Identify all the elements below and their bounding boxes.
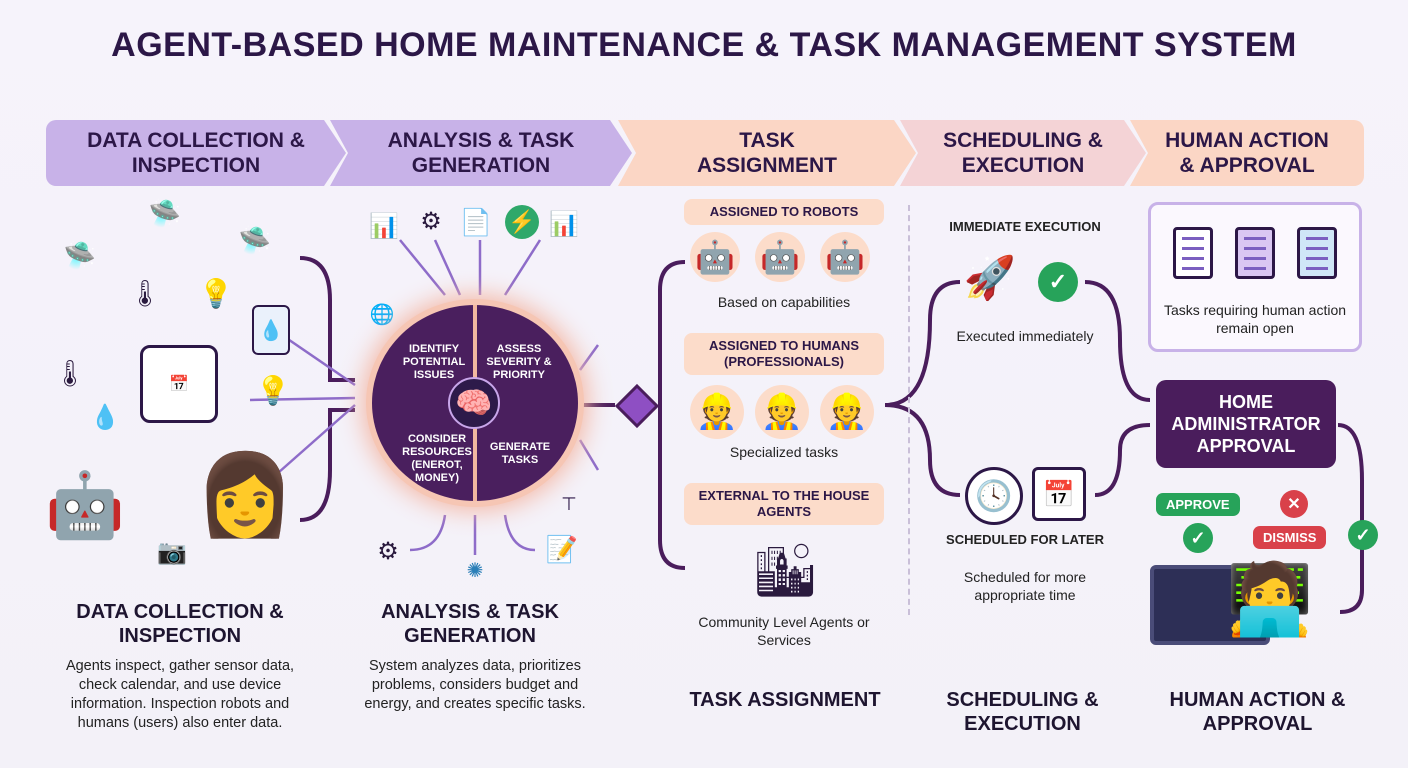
dismiss-button[interactable]: DISMISS — [1253, 526, 1327, 549]
bar-chart-icon: 📊 — [369, 212, 399, 240]
thermometer-icon: 🌡 — [128, 277, 162, 308]
open-tasks-panel: Tasks requiring human action remain open — [1148, 202, 1362, 352]
monitor-icon — [1150, 565, 1270, 645]
assigned-to-robots-label: ASSIGNED TO ROBOTS — [684, 199, 884, 225]
stage-banner-data-collection: DATA COLLECTION & INSPECTION — [46, 120, 346, 186]
drone-camera-icon: 🛸 — [238, 224, 272, 255]
clock-icon: 🕓 — [965, 467, 1023, 525]
robot-icon: 🤖 — [690, 232, 740, 282]
document-edit-icon: 📝 — [545, 533, 579, 564]
analysis-engine: IDENTIFY POTENTIAL ISSUES ASSESS SEVERIT… — [372, 305, 578, 501]
check-icon: ✓ — [1038, 262, 1078, 302]
lightbulb-icon: 💡 — [255, 374, 291, 406]
worker-icon: 👷 — [690, 385, 744, 439]
description-title: ANALYSIS & TASK GENERATION — [381, 601, 559, 647]
description-title: HUMAN ACTION & APPROVAL — [1169, 689, 1346, 735]
robot-icon: 🤖 — [820, 232, 870, 282]
camera-icon: 📷 — [157, 538, 187, 566]
document-icon — [1297, 227, 1337, 279]
quadrant-consider-resources: CONSIDER RESOURCES (ENEROT, MONEY) — [402, 433, 472, 484]
quadrant-assess-severity: ASSESS SEVERITY & PRIORITY — [486, 343, 552, 381]
hierarchy-icon: ⊤ — [561, 493, 577, 514]
stage-label: DATA COLLECTION & INSPECTION — [87, 129, 305, 177]
thermometer-icon: 🌡 — [53, 357, 87, 388]
stage-label: HUMAN ACTION & APPROVAL — [1165, 129, 1329, 177]
drone-icon: 🛸 — [63, 239, 97, 270]
stage-banner-assignment: TASK ASSIGNMENT — [618, 120, 916, 186]
gear-icon: ⚙ — [420, 207, 442, 235]
stage-banner-analysis: ANALYSIS & TASK GENERATION — [330, 120, 632, 186]
inspection-robot-icon: 🤖 — [45, 468, 125, 541]
robot-icon: 🤖 — [755, 232, 805, 282]
check-icon: ✓ — [1348, 520, 1378, 550]
description-text: System analyzes data, prioritizes proble… — [364, 658, 586, 712]
water-sensor-icon: 💧 — [252, 305, 290, 355]
check-icon: ✓ — [1183, 523, 1213, 553]
close-icon: ✕ — [1280, 490, 1308, 518]
external-caption: Community Level Agents or Services — [698, 614, 870, 648]
water-drop-icon: 💧 — [90, 403, 120, 431]
description-title: TASK ASSIGNMENT — [689, 689, 881, 711]
gear-icon: ⚙ — [377, 537, 399, 565]
user-with-tablet-icon: 👩 — [195, 450, 295, 539]
stage-label: TASK ASSIGNMENT — [696, 129, 837, 177]
home-administrator-approval: HOME ADMINISTRATOR APPROVAL — [1156, 380, 1336, 468]
calendar-icon: 📅 — [1032, 467, 1086, 521]
divider — [908, 205, 910, 615]
brain-icon: 🧠 — [448, 377, 500, 429]
immediate-execution-label: IMMEDIATE EXECUTION — [949, 219, 1101, 234]
assigned-to-humans-label: ASSIGNED TO HUMANS (PROFESSIONALS) — [684, 333, 884, 375]
quadrant-generate-tasks: GENERATE TASKS — [489, 441, 551, 466]
open-tasks-note: Tasks requiring human action remain open — [1163, 302, 1347, 336]
worker-icon: 👷 — [755, 385, 809, 439]
stage-banner-scheduling: SCHEDULING & EXECUTION — [900, 120, 1146, 186]
administrator-person-icon: 🧑‍💻 — [1226, 560, 1314, 638]
stage-label: SCHEDULING & EXECUTION — [943, 129, 1103, 177]
energy-icon: ⚡ — [505, 205, 539, 239]
drone-icon: 🛸 — [148, 197, 182, 228]
network-icon: ✺ — [466, 559, 484, 582]
approve-button[interactable]: APPROVE — [1156, 493, 1240, 516]
admin-label: HOME ADMINISTRATOR APPROVAL — [1171, 392, 1321, 456]
bar-chart-icon: 📊 — [549, 210, 579, 238]
document-icon: 📄 — [459, 206, 493, 237]
stage-banner-human: HUMAN ACTION & APPROVAL — [1130, 120, 1364, 186]
lightbulb-icon: 💡 — [198, 277, 234, 309]
description-title: SCHEDULING & EXECUTION — [946, 689, 1099, 735]
humans-caption: Specialized tasks — [729, 444, 839, 460]
document-icon — [1235, 227, 1275, 279]
page-title: AGENT-BASED HOME MAINTENANCE & TASK MANA… — [111, 26, 1297, 64]
rocket-icon: 🚀 — [963, 253, 1017, 301]
description-title: DATA COLLECTION & INSPECTION — [76, 601, 284, 647]
description-text: Agents inspect, gather sensor data, chec… — [65, 658, 295, 731]
stage-label: ANALYSIS & TASK GENERATION — [387, 129, 575, 177]
calendar-icon: 📅 — [140, 345, 218, 423]
scheduled-caption: Scheduled for more appropriate time — [963, 569, 1087, 603]
robots-caption: Based on capabilities — [717, 294, 851, 310]
quadrant-identify-issues: IDENTIFY POTENTIAL ISSUES — [402, 343, 466, 381]
immediate-caption: Executed immediately — [956, 328, 1094, 344]
globe-icon: 🌐 — [369, 303, 395, 326]
worker-icon: 👷 — [820, 385, 874, 439]
community-city-icon: 🏙 — [751, 541, 818, 600]
document-icon — [1173, 227, 1213, 279]
external-agents-label: EXTERNAL TO THE HOUSE AGENTS — [684, 483, 884, 525]
scheduled-later-label: SCHEDULED FOR LATER — [946, 532, 1104, 547]
